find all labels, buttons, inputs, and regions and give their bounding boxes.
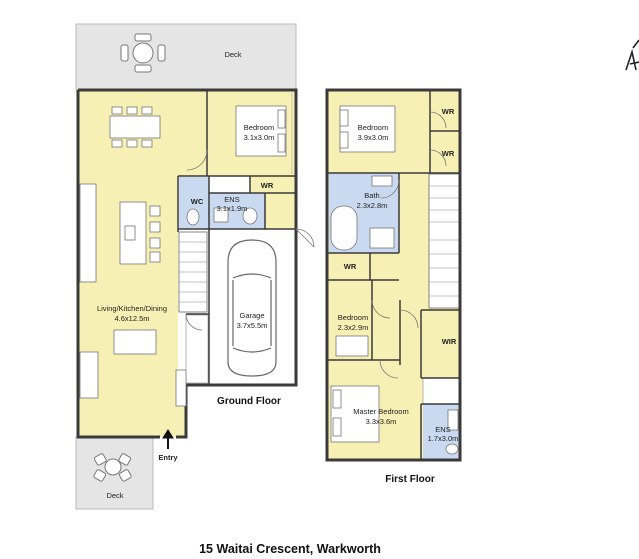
deck-bottom-label: Deck: [106, 491, 123, 500]
ground-wr-label: WR: [261, 181, 274, 190]
first-ens-dims: 1.7x3.0m: [428, 434, 459, 443]
first-bedroom-label: Bedroom: [358, 123, 388, 132]
first-bed1-icon: [339, 105, 396, 153]
garage-room: [209, 229, 296, 385]
ground-bedroom-label: Bedroom: [244, 123, 274, 132]
bath-label: Bath: [364, 191, 379, 200]
outdoor-chairs-icon: [93, 453, 132, 482]
first-shower: [422, 377, 460, 405]
address-title: 15 Waitai Crescent, Warkworth: [199, 542, 381, 556]
first-bedroom-dims: 3.9x3.0m: [358, 133, 389, 142]
first-wr1-label: WR: [442, 107, 455, 116]
master-bedroom-dims: 3.3x3.6m: [366, 417, 397, 426]
first-ens-label: ENS: [435, 425, 450, 434]
ground-ens-label: ENS: [224, 195, 239, 204]
deck-top-label: Deck: [224, 50, 241, 59]
sofa-icon: [79, 329, 187, 407]
bath-dims: 2.3x2.8m: [357, 201, 388, 210]
master-bedroom-label: Master Bedroom: [353, 407, 408, 416]
garage-dims: 3.7x5.5m: [237, 321, 268, 330]
ground-laundry: [185, 314, 209, 384]
living-label: Living/Kitchen/Dining: [97, 304, 167, 313]
brand-logo-icon: [625, 39, 639, 71]
car-icon: [227, 239, 277, 377]
ground-wr-room: [250, 176, 296, 193]
first-bedroom2-label: Bedroom: [338, 313, 368, 322]
first-walls: [325, 88, 462, 462]
master-bed-icon: [330, 385, 380, 443]
ground-hall: [265, 193, 296, 229]
deck-top: [75, 23, 297, 91]
first-wr3-label: WR: [344, 262, 357, 271]
ground-toilet-icon: [186, 207, 258, 226]
first-bed2-icon: [335, 335, 369, 357]
bathtub-icon: [330, 175, 395, 251]
ground-bed-icon: [235, 105, 287, 157]
wir-label: WIR: [442, 337, 457, 346]
ground-wc-label: WC: [191, 197, 204, 206]
first-stairs: [428, 173, 460, 309]
ground-floor-caption: Ground Floor: [217, 396, 281, 407]
kitchen-island-icon: [79, 183, 161, 283]
outdoor-table-icon: [120, 33, 166, 73]
ground-ens-dims: 3.1x1.9m: [217, 204, 248, 213]
dining-table-icon: [109, 106, 161, 148]
first-wr2-label: WR: [442, 149, 455, 158]
entry-arrow-icon: [162, 429, 174, 449]
entry-label: Entry: [158, 453, 178, 462]
first-ens-fixtures-icon: [445, 409, 459, 455]
ground-bedroom-dims: 3.1x3.0m: [244, 133, 275, 142]
garage-label: Garage: [239, 311, 264, 320]
living-dims: 4.6x12.5m: [114, 314, 149, 323]
first-bedroom2-dims: 2.3x2.9m: [338, 323, 369, 332]
first-floor-caption: First Floor: [385, 474, 435, 485]
